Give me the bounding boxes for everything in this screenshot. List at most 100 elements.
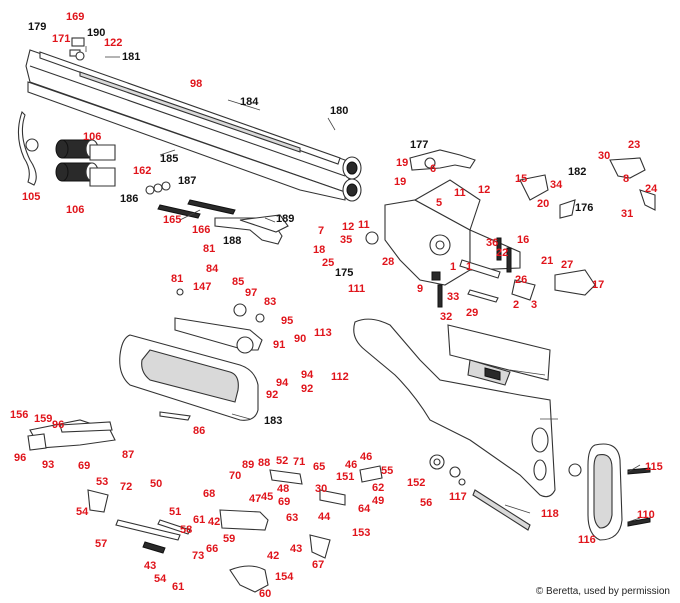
part-number-label: 71	[293, 456, 305, 468]
part-number-label: 19	[396, 157, 408, 169]
part-number-label: 97	[245, 287, 257, 299]
part-number-label: 106	[66, 204, 84, 216]
leader-lines	[85, 46, 641, 523]
part-number-label: 112	[331, 371, 349, 383]
part-number-label: 61	[193, 514, 205, 526]
part-number-label: 43	[290, 543, 302, 555]
part-number-label: 46	[345, 459, 357, 471]
part-number-label: 96	[52, 419, 64, 431]
part-number-label: 96	[14, 452, 26, 464]
part-number-label: 46	[360, 451, 372, 463]
part-number-label: 43	[144, 560, 156, 572]
part-number-label: 90	[294, 333, 306, 345]
part-number-label: 30	[315, 483, 327, 495]
part-number-label: 61	[172, 581, 184, 593]
part-number-label: 1	[450, 261, 456, 273]
stock-part-159	[353, 318, 556, 498]
receiver-part	[365, 179, 521, 286]
part-number-label: 8	[623, 173, 629, 185]
part-number-label: 122	[104, 37, 122, 49]
part-number-label: 187	[178, 175, 196, 187]
recoil-pad-part-110	[568, 443, 651, 541]
stock-bolt-part-115	[429, 454, 531, 531]
part-number-label: 159	[34, 413, 52, 425]
part-number-label: 93	[42, 459, 54, 471]
part-number-label: 11	[454, 187, 466, 199]
part-number-label: 26	[515, 274, 527, 286]
part-number-label: 105	[22, 191, 40, 203]
part-number-label: 176	[575, 202, 593, 214]
part-number-label: 52	[276, 455, 288, 467]
part-number-label: 83	[264, 296, 276, 308]
part-number-label: 2	[513, 299, 519, 311]
part-number-label: 182	[568, 166, 586, 178]
part-number-label: 53	[96, 476, 108, 488]
part-number-label: 111	[348, 283, 365, 295]
part-number-label: 56	[420, 497, 432, 509]
part-number-label: 118	[541, 508, 559, 520]
part-number-label: 87	[122, 449, 134, 461]
part-number-label: 47	[249, 493, 261, 505]
part-number-label: 86	[193, 425, 205, 437]
part-number-label: 9	[417, 283, 423, 295]
part-number-label: 63	[286, 512, 298, 524]
part-number-label: 55	[381, 465, 393, 477]
part-number-label: 89	[242, 459, 254, 471]
part-number-label: 34	[550, 179, 563, 191]
part-number-label: 188	[223, 235, 241, 247]
part-number-label: 50	[150, 478, 162, 490]
part-number-label: 66	[206, 543, 218, 555]
part-number-label: 45	[261, 491, 273, 503]
part-number-label: 24	[645, 183, 658, 195]
part-number-label: 94	[276, 377, 289, 389]
part-number-label: 42	[208, 516, 220, 528]
part-number-label: 185	[160, 153, 178, 165]
part-number-label: 16	[517, 234, 529, 246]
part-number-label: 54	[76, 506, 89, 518]
part-number-label: 151	[336, 471, 354, 483]
part-number-label: 91	[273, 339, 285, 351]
part-number-label: 57	[95, 538, 107, 550]
part-number-label: 94	[301, 369, 314, 381]
part-number-label: 31	[621, 208, 633, 220]
part-number-label: 15	[515, 173, 527, 185]
part-number-label: 110	[637, 509, 655, 521]
part-number-label: 147	[193, 281, 211, 293]
part-number-label: 62	[372, 482, 384, 494]
part-number-label: 59	[223, 533, 235, 545]
sling-swivel-part-105	[17, 110, 39, 186]
part-number-label: 30	[598, 150, 610, 162]
part-number-label: 1	[466, 261, 472, 273]
part-number-label: 179	[28, 21, 46, 33]
part-number-label: 184	[240, 96, 259, 108]
copyright-credit: © Beretta, used by permission	[535, 586, 670, 597]
part-number-label: 190	[87, 27, 105, 39]
part-number-label: 49	[372, 495, 384, 507]
part-number-label: 189	[276, 213, 294, 225]
part-number-label: 12	[342, 221, 354, 233]
part-number-label: 186	[120, 193, 138, 205]
part-number-label: 84	[206, 263, 219, 275]
part-number-label: 35	[340, 234, 352, 246]
part-number-label: 117	[449, 491, 467, 503]
part-number-label: 60	[259, 588, 271, 600]
part-number-label: 115	[645, 461, 663, 473]
part-number-label: 5	[436, 197, 442, 209]
part-number-label: 67	[312, 559, 324, 571]
firing-mechanism-parts	[431, 157, 656, 308]
part-number-label: 166	[192, 224, 210, 236]
part-number-label: 73	[192, 550, 204, 562]
part-number-label: 51	[169, 506, 181, 518]
part-number-label: 65	[313, 461, 325, 473]
part-number-label: 42	[267, 550, 279, 562]
part-number-label: 171	[52, 33, 70, 45]
part-number-label: 92	[266, 389, 278, 401]
part-number-label: 22	[496, 247, 508, 259]
part-number-label: 18	[313, 244, 325, 256]
part-number-label: 85	[232, 276, 244, 288]
part-number-label: 20	[537, 198, 549, 210]
fore-end-assembly	[119, 288, 265, 421]
part-number-label: 106	[83, 131, 101, 143]
